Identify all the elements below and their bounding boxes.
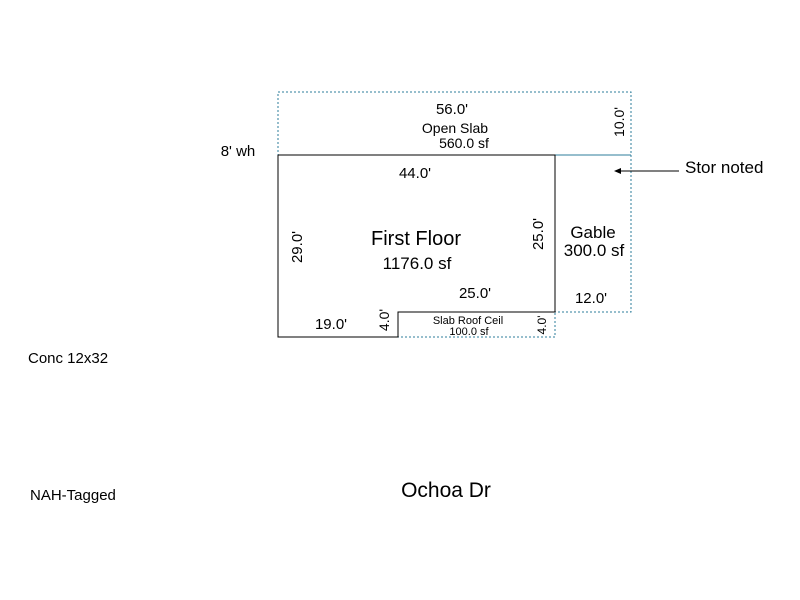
gable-dim-bottom: 12.0' (575, 290, 607, 307)
open-slab-name: Open Slab (422, 120, 488, 136)
first-floor-dim-right: 25.0' (530, 218, 547, 250)
gable-name: Gable (570, 223, 615, 242)
first-floor-dim-bottom: 19.0' (315, 316, 347, 333)
open-slab-dim-top: 56.0' (436, 101, 468, 118)
slab-roof-ceil-area: 100.0 sf (449, 326, 489, 338)
stor-noted-arrowhead (614, 168, 621, 174)
open-slab-dim-right: 10.0' (611, 107, 627, 137)
first-floor-dim-left: 29.0' (289, 231, 306, 263)
first-floor-dim-top: 44.0' (399, 165, 431, 182)
stor-noted-note: Stor noted (685, 158, 763, 177)
tagged-note: NAH-Tagged (30, 487, 116, 504)
gable-area: 300.0 sf (564, 241, 625, 260)
first-floor-dim-step: 4.0' (376, 309, 392, 331)
first-floor-area: 1176.0 sf (383, 254, 452, 273)
conc-note: Conc 12x32 (28, 350, 108, 367)
open-slab-area: 560.0 sf (439, 135, 489, 151)
first-floor-name: First Floor (371, 228, 461, 250)
slab-roof-ceil-dim-right: 4.0' (535, 316, 549, 335)
street-name: Ochoa Dr (401, 479, 491, 502)
wall-height-note: 8' wh (221, 143, 256, 160)
first-floor-dim-inner-bottom: 25.0' (459, 285, 491, 302)
gable-outline (555, 154, 632, 313)
slab-roof-ceil-name: Slab Roof Ceil (433, 315, 503, 327)
first-floor-outline (277, 154, 556, 338)
